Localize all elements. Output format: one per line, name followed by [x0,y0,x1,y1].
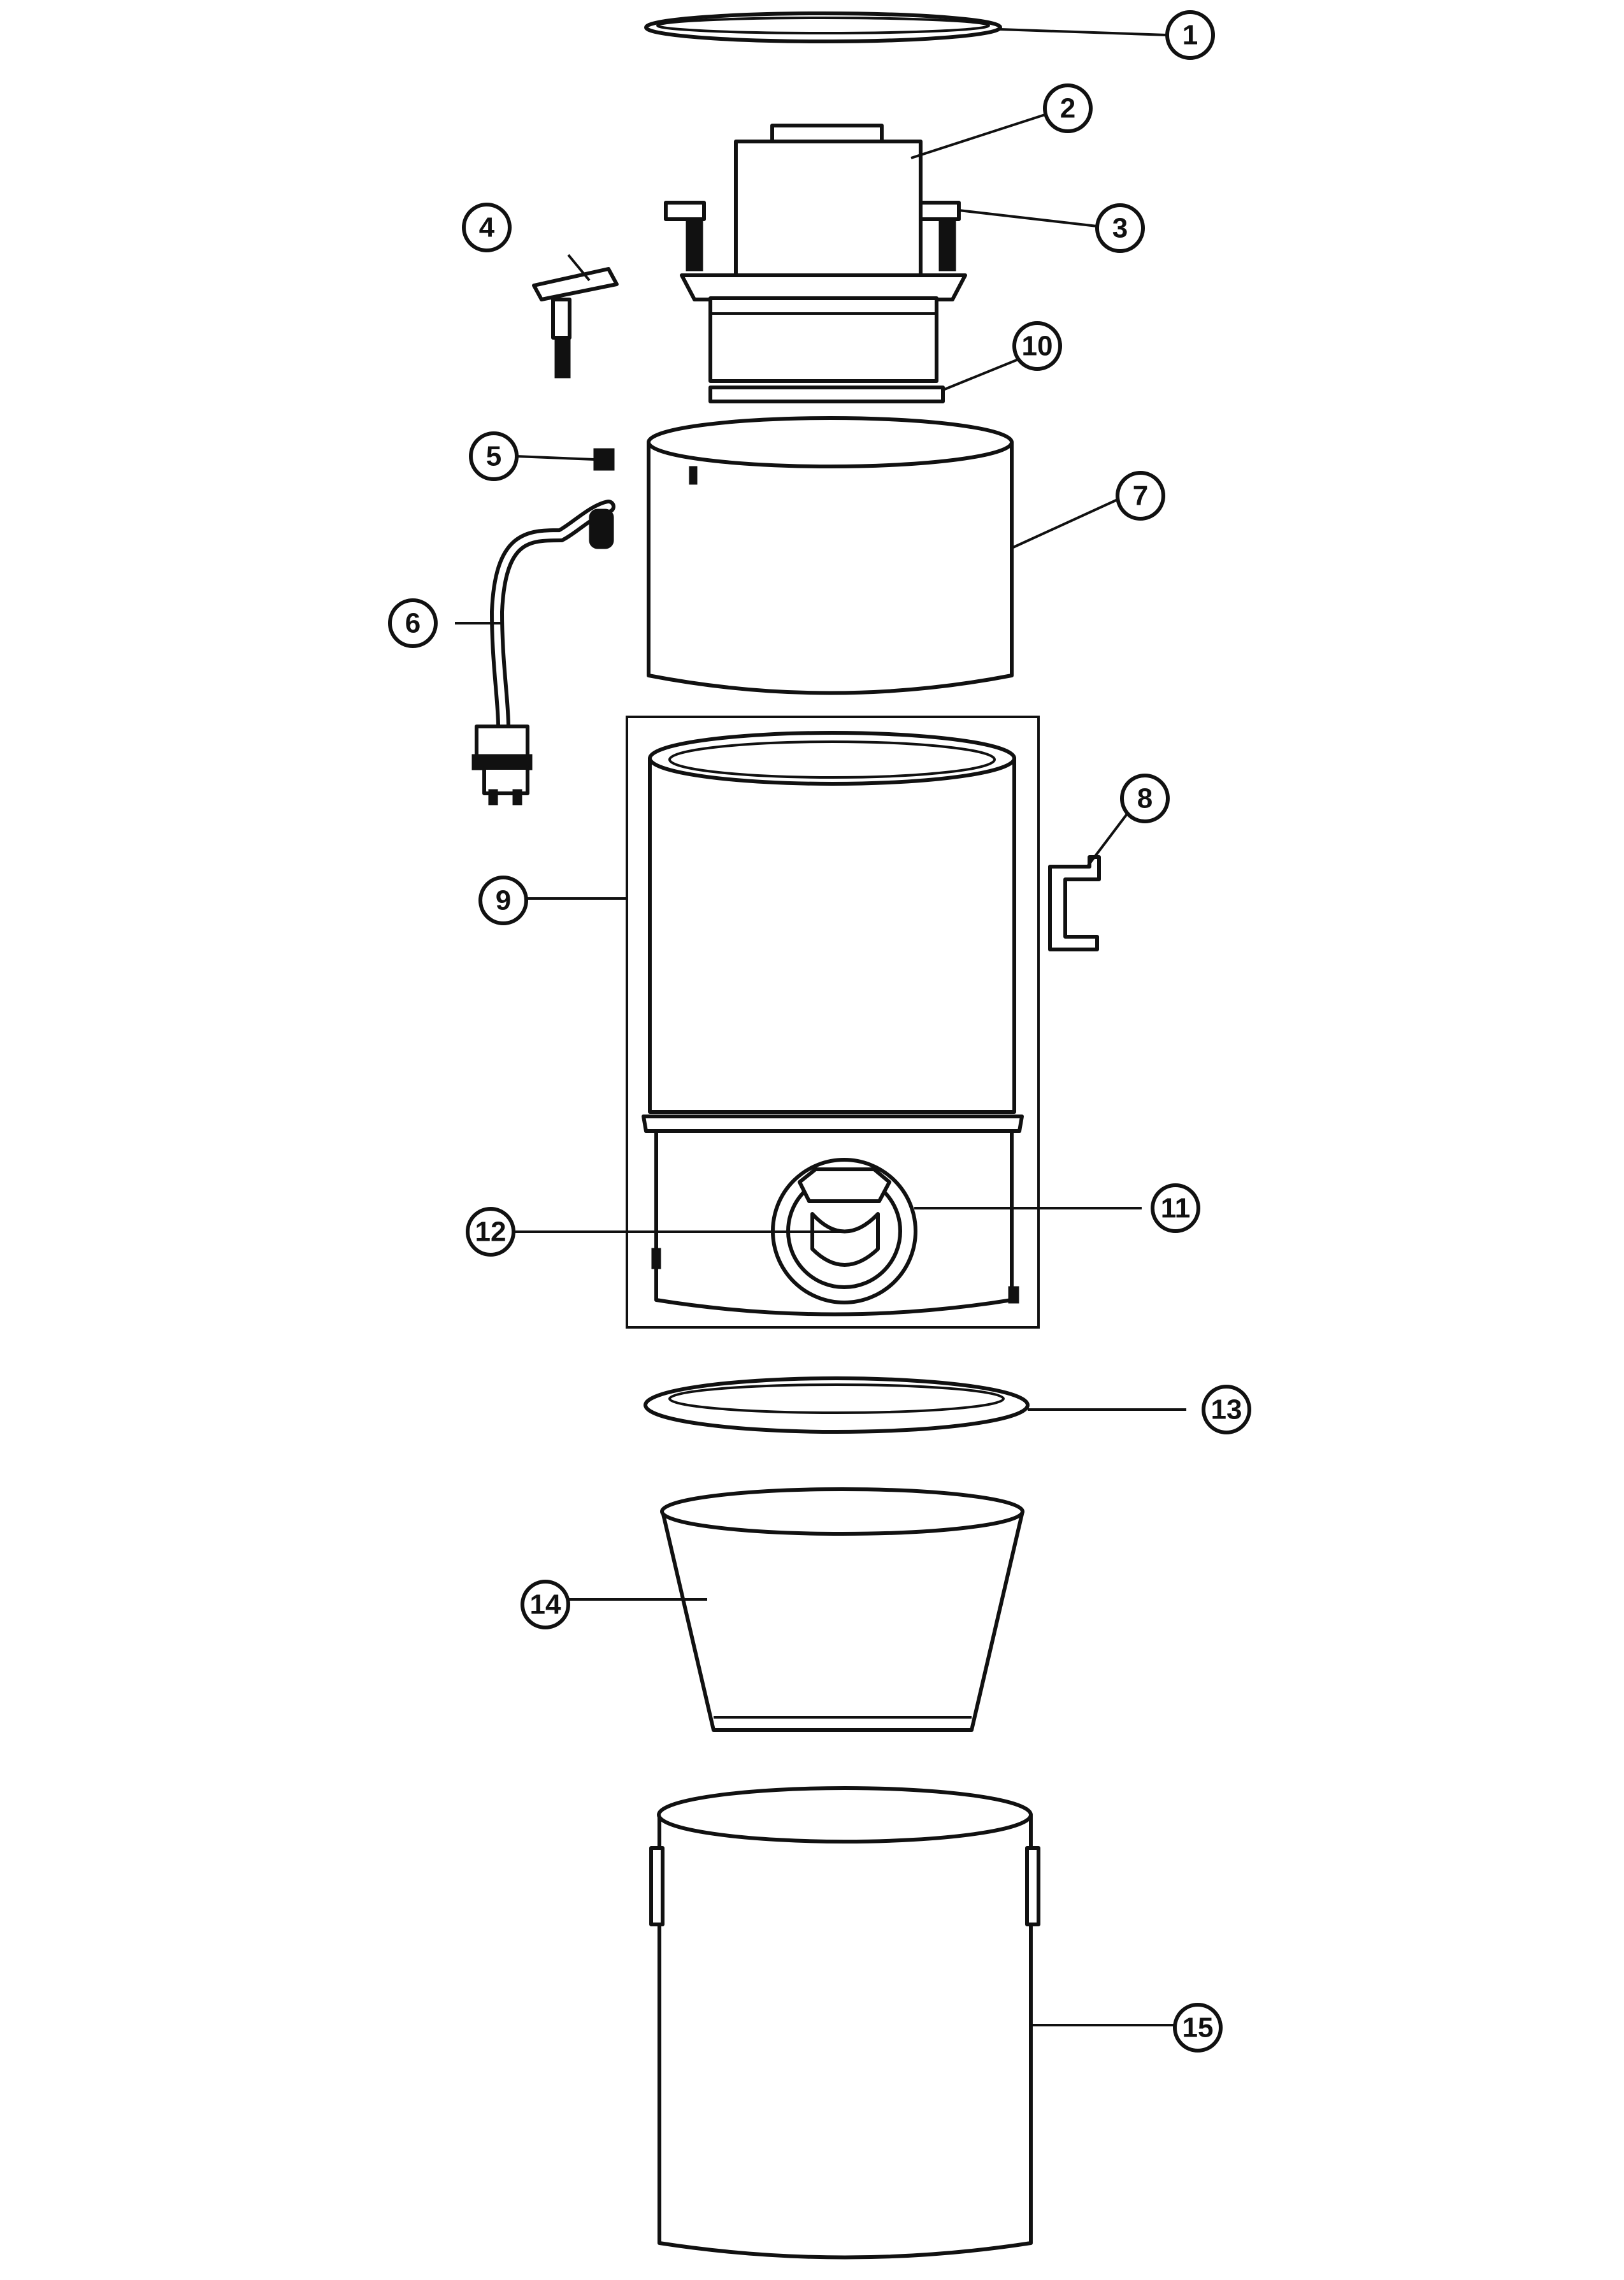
svg-text:14: 14 [530,1589,561,1620]
callout-14: 14 [521,1580,570,1629]
callout-9: 9 [478,876,528,925]
svg-text:5: 5 [486,441,501,472]
svg-text:4: 4 [479,212,495,243]
svg-text:8: 8 [1137,783,1153,814]
callout-3: 3 [1095,203,1145,253]
svg-text:1: 1 [1182,20,1198,51]
svg-text:15: 15 [1182,2012,1214,2044]
callout-7: 7 [1116,471,1165,521]
svg-text:12: 12 [475,1216,507,1248]
wall-bracket [1048,855,1101,951]
callout-6: 6 [388,598,438,648]
leader-lines [455,28,1186,2026]
svg-text:2: 2 [1060,93,1075,124]
power-cord [471,500,615,805]
grommet [593,448,615,471]
svg-text:7: 7 [1133,480,1148,512]
callout-13: 13 [1202,1385,1251,1434]
callout-1: 1 [1165,10,1215,60]
svg-text:6: 6 [405,608,420,639]
filter-cone [660,1487,1024,1732]
callout-12: 12 [466,1207,515,1257]
motor-gasket [708,386,945,403]
svg-text:9: 9 [496,885,511,916]
callout-8: 8 [1120,774,1170,823]
svg-text:13: 13 [1211,1394,1242,1425]
callout-10: 10 [1012,321,1062,371]
bucket-gasket [643,1376,1030,1434]
dirt-bucket [649,1786,1040,2260]
callout-11: 11 [1151,1183,1200,1233]
svg-text:3: 3 [1112,213,1128,244]
svg-text:11: 11 [1161,1193,1191,1224]
switch [532,267,619,379]
motor-housing [647,416,1014,695]
top-lid-gasket [644,11,1002,43]
callout-5: 5 [469,431,519,481]
callout-4: 4 [462,203,512,252]
callout-15: 15 [1173,2003,1223,2053]
svg-text:10: 10 [1022,331,1053,362]
callout-2: 2 [1043,83,1093,133]
motor [680,124,967,383]
